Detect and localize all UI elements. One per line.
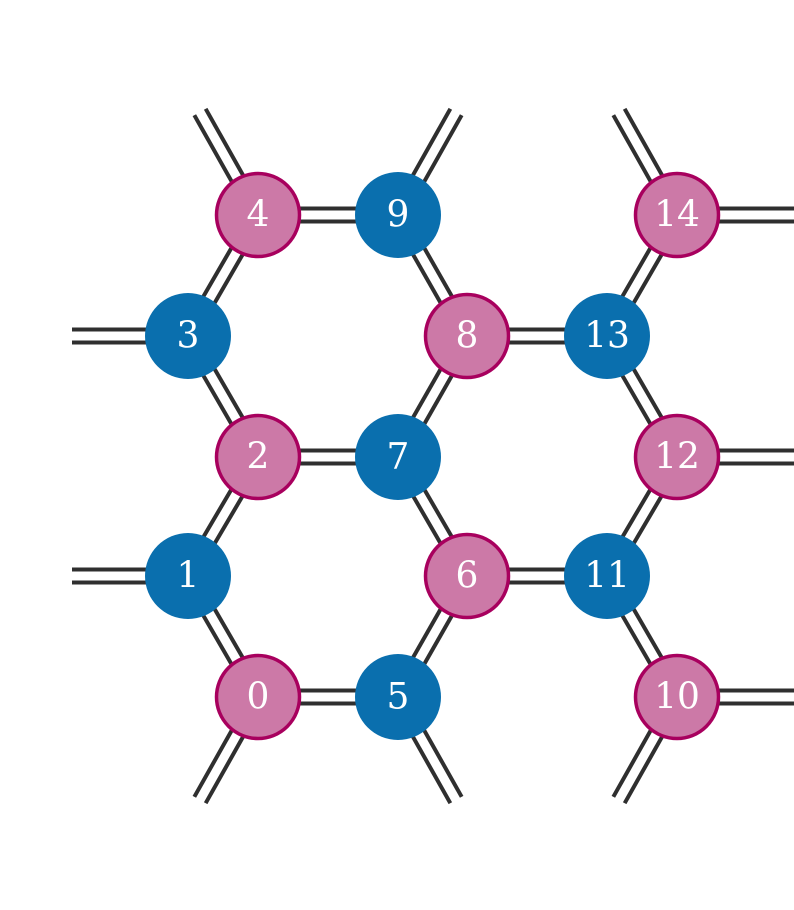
node-circle — [214, 653, 302, 741]
node-label: 6 — [456, 556, 479, 597]
node-label: 7 — [387, 437, 410, 478]
node-12: 12 — [633, 413, 721, 501]
node-circle — [214, 413, 302, 501]
node-label: 4 — [247, 195, 270, 236]
node-circle — [355, 654, 441, 740]
node-circle — [423, 532, 511, 620]
node-3: 3 — [145, 293, 231, 379]
node-circle — [633, 413, 721, 501]
node-label: 11 — [584, 556, 630, 597]
node-label: 10 — [654, 677, 700, 718]
node-label: 12 — [654, 437, 700, 478]
node-label: 14 — [654, 195, 700, 236]
node-11: 11 — [564, 533, 650, 619]
node-circle — [145, 533, 231, 619]
node-8: 8 — [423, 292, 511, 380]
node-0: 0 — [214, 653, 302, 741]
node-circle — [564, 293, 650, 379]
node-13: 13 — [564, 293, 650, 379]
node-label: 9 — [387, 195, 410, 236]
node-label: 13 — [584, 316, 630, 357]
node-7: 7 — [355, 414, 441, 500]
node-label: 8 — [456, 316, 479, 357]
node-9: 9 — [355, 172, 441, 258]
node-label: 3 — [177, 316, 200, 357]
node-circle — [633, 171, 721, 259]
node-circle — [564, 533, 650, 619]
node-10: 10 — [633, 653, 721, 741]
node-circle — [633, 653, 721, 741]
node-1: 1 — [145, 533, 231, 619]
node-label: 0 — [247, 677, 270, 718]
node-label: 2 — [247, 437, 270, 478]
node-circle — [423, 292, 511, 380]
node-circle — [214, 171, 302, 259]
node-4: 4 — [214, 171, 302, 259]
node-14: 14 — [633, 171, 721, 259]
node-circle — [355, 414, 441, 500]
node-5: 5 — [355, 654, 441, 740]
node-2: 2 — [214, 413, 302, 501]
node-6: 6 — [423, 532, 511, 620]
node-label: 1 — [177, 556, 200, 597]
node-circle — [145, 293, 231, 379]
node-label: 5 — [387, 677, 410, 718]
node-circle — [355, 172, 441, 258]
